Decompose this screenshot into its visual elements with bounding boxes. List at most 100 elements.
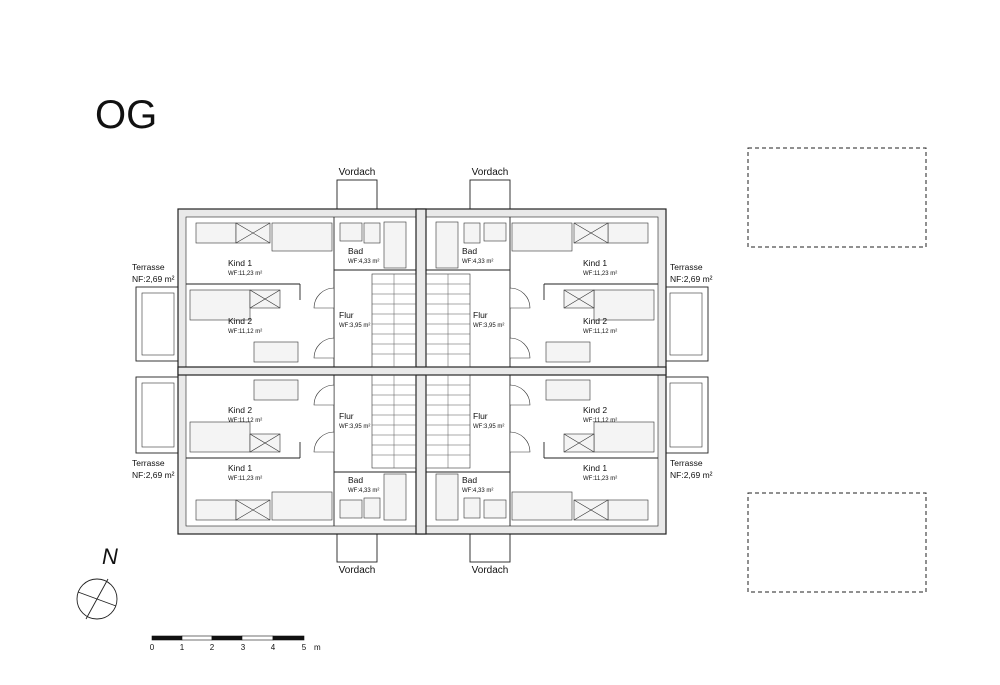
room-kind1-area-tl: WF:11,23 m² xyxy=(228,271,262,277)
bed-kind2-br xyxy=(593,421,655,453)
room-kind1-area-bl: WF:11,23 m² xyxy=(228,476,262,482)
door-swing-br-1 xyxy=(509,384,531,406)
room-bad-tr: Bad xyxy=(462,246,477,256)
bed-kind1-br xyxy=(511,491,573,521)
room-bad-area-tr: WF:4,33 m² xyxy=(462,259,493,265)
wc-bl xyxy=(363,497,381,519)
shower-br xyxy=(435,473,459,521)
vordach-canopy-top-left xyxy=(336,179,378,210)
terrace-top-left-rail xyxy=(141,292,175,356)
cabinet-x-kind2-bl xyxy=(249,433,281,453)
cabinet-x-kind2-br xyxy=(563,433,595,453)
room-bad-area-bl: WF:4,33 m² xyxy=(348,488,379,494)
north-label: N xyxy=(102,544,118,569)
desk-kind1-tl xyxy=(195,222,237,244)
bed-kind2-tl xyxy=(189,289,251,321)
desk-kind2-tr xyxy=(545,341,591,363)
north-arrow-icon xyxy=(76,578,118,620)
label-terrasse-bottom-left: Terrasse xyxy=(132,458,165,468)
scale-tick-1: 1 xyxy=(180,643,185,652)
door-swing-tl-2 xyxy=(313,337,335,359)
room-kind1-area-br: WF:11,23 m² xyxy=(583,476,617,482)
label-vordach-top-left: Vordach xyxy=(339,167,376,178)
room-kind2-bl: Kind 2 xyxy=(228,405,252,415)
room-flur-area-bl: WF:3,95 m² xyxy=(339,424,370,430)
scale-tick-5: 5 xyxy=(302,643,307,652)
placeholder-box-top xyxy=(747,147,927,248)
bed-kind1-tr xyxy=(511,222,573,252)
room-flur-bl: Flur xyxy=(339,411,354,421)
room-flur-area-tr: WF:3,95 m² xyxy=(473,323,504,329)
bed-kind1-bl xyxy=(271,491,333,521)
cabinet-x-kind1-br xyxy=(573,499,609,521)
scale-unit: m xyxy=(314,643,321,652)
scale-tick-0: 0 xyxy=(150,643,155,652)
stair-br xyxy=(425,374,471,469)
scale-bar xyxy=(151,635,305,641)
door-swing-tl-1 xyxy=(313,287,335,309)
room-kind1-br: Kind 1 xyxy=(583,463,607,473)
room-flur-br: Flur xyxy=(473,411,488,421)
room-kind1-area-tr: WF:11,23 m² xyxy=(583,271,617,277)
terrace-bottom-right-rail xyxy=(669,382,703,448)
sink-tl xyxy=(339,222,363,242)
vordach-canopy-top-right xyxy=(469,179,511,210)
door-swing-bl-2 xyxy=(313,431,335,453)
scale-tick-3: 3 xyxy=(241,643,246,652)
door-swing-tr-1 xyxy=(509,287,531,309)
label-terrasse-top-left: Terrasse xyxy=(132,262,165,272)
label-terrasse-bottom-right: Terrasse xyxy=(670,458,703,468)
bed-kind2-bl xyxy=(189,421,251,453)
desk-kind1-bl xyxy=(195,499,237,521)
shower-tr xyxy=(435,221,459,269)
cabinet-x-kind1-tl xyxy=(235,222,271,244)
room-kind2-area-bl: WF:11,12 m² xyxy=(228,418,262,424)
party-wall-horizontal xyxy=(177,366,667,376)
room-bad-tl: Bad xyxy=(348,246,363,256)
sink-tr xyxy=(483,222,507,242)
label-vordach-top-right: Vordach xyxy=(472,167,509,178)
room-kind2-tl: Kind 2 xyxy=(228,316,252,326)
sink-br xyxy=(483,499,507,519)
wc-tl xyxy=(363,222,381,244)
room-kind2-br: Kind 2 xyxy=(583,405,607,415)
room-bad-bl: Bad xyxy=(348,475,363,485)
door-swing-br-2 xyxy=(509,431,531,453)
terrace-top-right-rail xyxy=(669,292,703,356)
label-terrasse-area-top-left: NF:2,69 m² xyxy=(132,274,175,284)
room-kind1-tr: Kind 1 xyxy=(583,258,607,268)
terrace-bottom-left-rail xyxy=(141,382,175,448)
room-flur-area-tl: WF:3,95 m² xyxy=(339,323,370,329)
terrace-bottom-right xyxy=(665,376,709,454)
stair-tr xyxy=(425,273,471,368)
label-terrasse-area-bottom-right: NF:2,69 m² xyxy=(670,470,713,480)
scale-tick-2: 2 xyxy=(210,643,215,652)
room-kind2-tr: Kind 2 xyxy=(583,316,607,326)
terrace-top-right xyxy=(665,286,709,362)
label-vordach-bottom-right: Vordach xyxy=(472,565,509,576)
door-swing-tr-2 xyxy=(509,337,531,359)
desk-kind1-tr xyxy=(607,222,649,244)
bed-kind1-tl xyxy=(271,222,333,252)
room-bad-br: Bad xyxy=(462,475,477,485)
cabinet-x-kind2-tl xyxy=(249,289,281,309)
room-bad-area-br: WF:4,33 m² xyxy=(462,488,493,494)
room-kind2-area-tr: WF:11,12 m² xyxy=(583,329,617,335)
stair-tl xyxy=(371,273,417,368)
desk-kind2-bl xyxy=(253,379,299,401)
door-swing-bl-1 xyxy=(313,384,335,406)
sink-bl xyxy=(339,499,363,519)
room-kind2-area-tl: WF:11,12 m² xyxy=(228,329,262,335)
vordach-canopy-bottom-left xyxy=(336,533,378,563)
room-flur-tr: Flur xyxy=(473,310,488,320)
terrace-top-left xyxy=(135,286,179,362)
placeholder-box-bottom xyxy=(747,492,927,593)
cabinet-x-kind2-tr xyxy=(563,289,595,309)
room-kind2-area-br: WF:11,12 m² xyxy=(583,418,617,424)
wc-tr xyxy=(463,222,481,244)
room-flur-area-br: WF:3,95 m² xyxy=(473,424,504,430)
stair-bl xyxy=(371,374,417,469)
vordach-canopy-bottom-right xyxy=(469,533,511,563)
